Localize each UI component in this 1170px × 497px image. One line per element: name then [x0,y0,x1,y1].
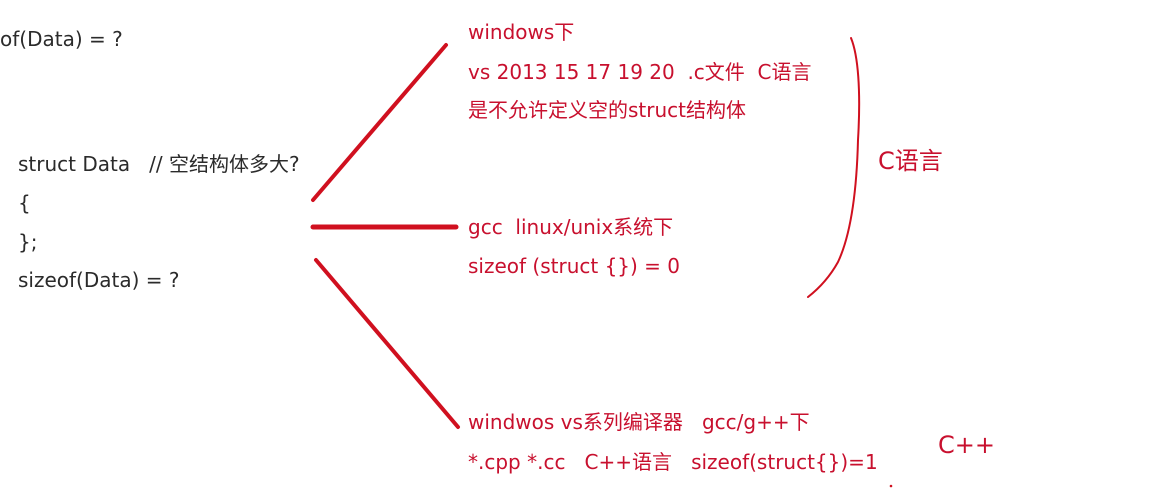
windows-vs-versions: vs 2013 15 17 19 20 .c文件 C语言 [468,60,812,84]
code-line-struct-decl: struct Data // 空结构体多大? [18,152,300,176]
cpp-heading: windwos vs系列编译器 gcc/g++下 [468,410,810,434]
code-line-close-brace: }; [18,230,38,254]
windows-note: 是不允许定义空的struct结构体 [468,98,746,122]
code-line-sizeof: sizeof(Data) = ? [18,268,180,292]
code-fragment-top: of(Data) = ? [0,27,123,51]
windows-heading: windows下 [468,20,575,44]
stray-dot [889,484,893,488]
connector-line-windows [311,43,448,202]
cpp-language-label: C++ [938,431,995,459]
gcc-sizeof-result: sizeof (struct {}) = 0 [468,254,681,278]
connector-line-cpp [314,258,460,429]
gcc-heading: gcc linux/unix系统下 [468,215,674,239]
cpp-sizeof-result: *.cpp *.cc C++语言 sizeof(struct{})=1 [468,450,878,474]
curly-bracket-c-language [807,37,861,298]
c-language-label: C语言 [878,147,943,175]
code-line-open-brace: { [18,191,31,215]
